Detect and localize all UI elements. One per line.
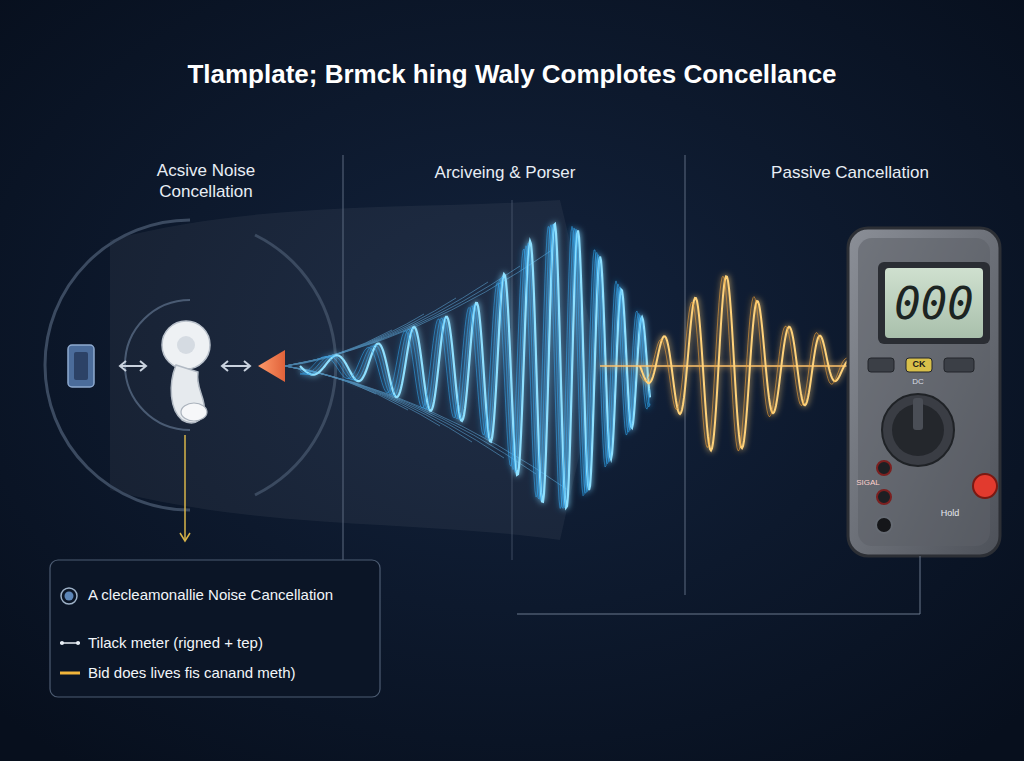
fan-line — [285, 366, 504, 458]
orange-waveform — [640, 276, 848, 450]
legend-text: Tilack meter (rigned + tep) — [88, 634, 338, 652]
fan-line — [285, 366, 472, 442]
fan-line — [285, 346, 360, 366]
fan-line — [285, 250, 552, 366]
jack-label: SIGAL — [851, 478, 885, 488]
meter-display: 000 — [886, 276, 982, 331]
column-heading: Passive Cancellation — [740, 162, 960, 183]
legend-text: Bid does lives fis canand meth) — [88, 664, 338, 682]
diagram-title: Tlamplate; Brmck hing Waly Complotes Con… — [0, 58, 1024, 91]
mode-label: DC — [898, 377, 938, 387]
fan-line — [285, 282, 488, 366]
fan-line — [285, 366, 568, 490]
blue-waveform — [300, 224, 650, 507]
blue-waveform — [300, 226, 650, 508]
legend-sample — [58, 633, 82, 653]
blue-waveform — [300, 224, 650, 507]
column-heading: Arciveing & Porser — [395, 162, 615, 183]
button-label: CK — [906, 359, 932, 370]
blue-waveform — [300, 225, 650, 509]
column-heading: Acsive Noise Concellation — [131, 160, 281, 203]
legend-sample — [58, 663, 82, 683]
legend-text: A clecleamonallie Noise Cancellation — [88, 586, 338, 604]
orange-waveform — [640, 276, 848, 451]
fan-line — [285, 366, 440, 426]
fan-line — [285, 366, 536, 474]
legend-sample — [58, 586, 82, 606]
meter-label: Hold — [930, 508, 970, 519]
